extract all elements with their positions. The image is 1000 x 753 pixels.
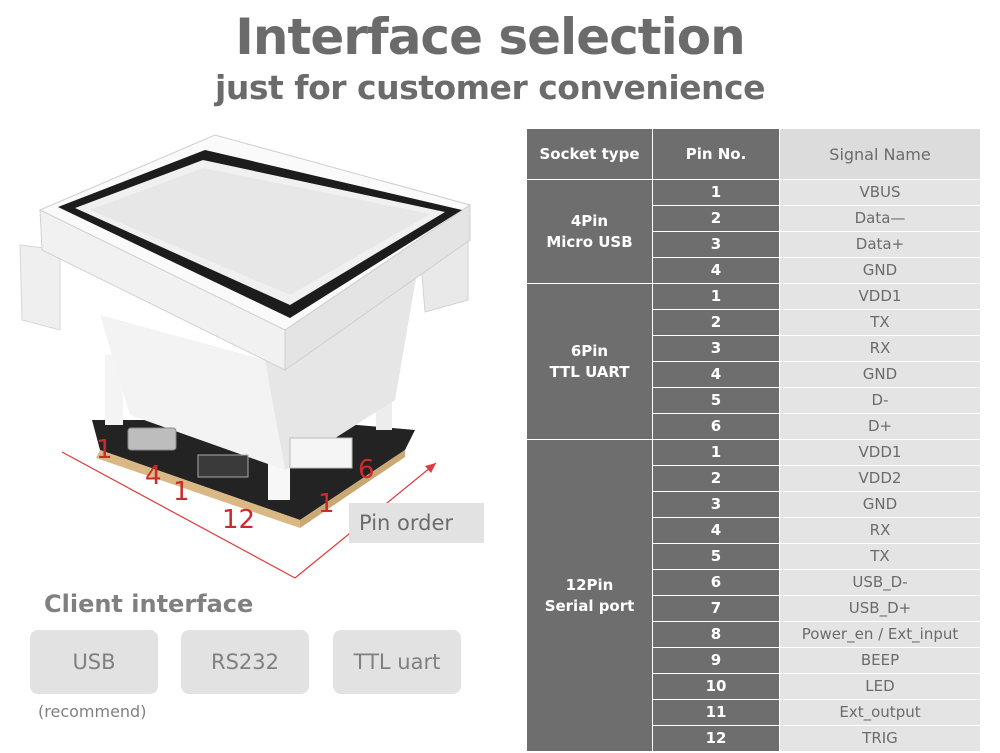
- table-row: 8 Power_en / Ext_input: [527, 621, 981, 648]
- socket-type-line2: TTL UART: [549, 362, 630, 381]
- table-row: 5 D-: [527, 387, 981, 414]
- table-row: 3 RX: [527, 335, 981, 362]
- pin-number: 11: [652, 699, 780, 726]
- socket-type-line1: 12Pin: [565, 575, 614, 594]
- client-option-usb: USB: [30, 630, 158, 694]
- table-row: 12Pin Serial port 1 VDD1: [526, 439, 981, 752]
- socket-type-line2: Micro USB: [546, 232, 633, 251]
- scanner-module-illustration: 1 4 1 12 1 6: [19, 134, 472, 579]
- pin-number: 3: [652, 491, 780, 518]
- pin-number: 9: [652, 647, 780, 674]
- table-row: 6Pin TTL UART 1 VDD1: [526, 283, 981, 440]
- socket-type-line1: 4Pin: [570, 211, 609, 230]
- pin-label-micro-usb-4: 4: [145, 461, 162, 491]
- pin-number: 7: [652, 595, 780, 622]
- pin-label-uart-1: 1: [318, 489, 335, 519]
- table-row: 11 Ext_output: [527, 699, 981, 726]
- pin-number: 2: [652, 309, 780, 336]
- signal-name: TRIG: [779, 725, 981, 752]
- header-signal-name: Signal Name: [779, 128, 981, 180]
- signal-name: D+: [779, 413, 981, 440]
- table-row: 10 LED: [527, 673, 981, 700]
- table-header-row: Socket type Pin No. Signal Name: [526, 128, 981, 180]
- pin-number: 10: [652, 673, 780, 700]
- pin-number: 2: [652, 465, 780, 492]
- signal-name: VDD1: [779, 283, 981, 310]
- signal-name: RX: [779, 517, 981, 544]
- pin-number: 12: [652, 725, 780, 752]
- socket-type-cell: 12Pin Serial port: [526, 439, 653, 752]
- signal-name: USB_D-: [779, 569, 981, 596]
- header-pin-no: Pin No.: [652, 128, 780, 180]
- signal-name: Ext_output: [779, 699, 981, 726]
- table-row: 4 GND: [527, 361, 981, 388]
- pin-order-label: Pin order: [349, 503, 484, 543]
- socket-type-cell: 6Pin TTL UART: [526, 283, 653, 440]
- table-row: 2 TX: [527, 309, 981, 336]
- pin-number: 5: [652, 387, 780, 414]
- pin-number: 6: [652, 569, 780, 596]
- signal-name: GND: [779, 491, 981, 518]
- pin-definition-table: Socket type Pin No. Signal Name 4Pin Mic…: [526, 128, 981, 752]
- pin-number: 3: [652, 231, 780, 258]
- signal-name: TX: [779, 309, 981, 336]
- socket-type-cell: 4Pin Micro USB: [526, 179, 653, 284]
- table-row: 4Pin Micro USB 1 VBUS: [526, 179, 981, 284]
- signal-name: GND: [779, 257, 981, 284]
- pin-label-micro-usb-1: 1: [96, 435, 113, 465]
- signal-name: Data—: [779, 205, 981, 232]
- pin-number: 3: [652, 335, 780, 362]
- pin-label-serial-1: 1: [173, 477, 190, 507]
- header-socket-type: Socket type: [526, 128, 653, 180]
- table-row: 5 TX: [527, 543, 981, 570]
- signal-name: VBUS: [779, 179, 981, 206]
- table-row: 2 Data—: [527, 205, 981, 232]
- client-option-ttl-uart: TTL uart: [333, 630, 461, 694]
- pin-number: 2: [652, 205, 780, 232]
- pin-number: 4: [652, 257, 780, 284]
- signal-name: BEEP: [779, 647, 981, 674]
- table-row: 6 USB_D-: [527, 569, 981, 596]
- table-row: 12 TRIG: [527, 725, 981, 752]
- recommend-note: (recommend): [38, 702, 147, 721]
- signal-name: Data+: [779, 231, 981, 258]
- signal-name: D-: [779, 387, 981, 414]
- page-title: Interface selection: [235, 8, 745, 66]
- table-row: 3 GND: [527, 491, 981, 518]
- socket-type-line1: 6Pin: [570, 341, 609, 360]
- signal-name: TX: [779, 543, 981, 570]
- table-row: 7 USB_D+: [527, 595, 981, 622]
- table-row: 9 BEEP: [527, 647, 981, 674]
- table-row: 4 GND: [527, 257, 981, 284]
- pin-number: 4: [652, 361, 780, 388]
- signal-name: RX: [779, 335, 981, 362]
- signal-name: Power_en / Ext_input: [779, 621, 981, 648]
- client-interface-heading: Client interface: [44, 590, 254, 618]
- pin-number: 6: [652, 413, 780, 440]
- pin-number: 8: [652, 621, 780, 648]
- pin-number: 1: [652, 179, 780, 206]
- signal-name: VDD2: [779, 465, 981, 492]
- table-row: 2 VDD2: [527, 465, 981, 492]
- signal-name: GND: [779, 361, 981, 388]
- signal-name: LED: [779, 673, 981, 700]
- pin-number: 1: [652, 283, 780, 310]
- client-option-rs232: RS232: [181, 630, 309, 694]
- pin-number: 4: [652, 517, 780, 544]
- signal-name: USB_D+: [779, 595, 981, 622]
- pin-number: 5: [652, 543, 780, 570]
- pin-number: 1: [652, 439, 780, 466]
- pin-label-serial-12: 12: [222, 505, 255, 535]
- signal-name: VDD1: [779, 439, 981, 466]
- table-row: 4 RX: [527, 517, 981, 544]
- socket-type-line2: Serial port: [544, 596, 635, 615]
- page-subtitle: just for customer convenience: [215, 68, 765, 107]
- pin-label-uart-6: 6: [358, 455, 375, 485]
